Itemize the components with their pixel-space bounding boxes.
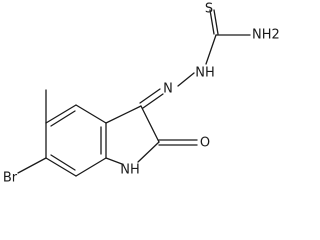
bond-c6-c7-inner xyxy=(50,154,76,171)
bond-c4-c5-inner xyxy=(50,110,76,127)
atom-labels: S NH2 NH N O NH Br xyxy=(3,2,280,186)
bond-c3a-c4 xyxy=(75,104,107,124)
atom-label-oxygen: O xyxy=(200,136,210,151)
atom-label-hydrazone-n: N xyxy=(163,82,173,97)
atom-label-indole-nh: NH xyxy=(120,163,140,178)
bond-c-nh xyxy=(205,34,217,65)
bond-c3-c2 xyxy=(140,105,160,143)
atom-label-bromine: Br xyxy=(3,171,18,186)
bond-c-s-double-a xyxy=(209,9,215,35)
atom-label-s: S xyxy=(205,2,213,17)
bond-n-c3-double-b xyxy=(139,88,161,104)
bond-lines xyxy=(17,9,251,177)
bond-nh-n xyxy=(177,72,195,87)
bond-c7-c7a xyxy=(75,157,107,177)
bond-n1-c7a xyxy=(105,157,123,165)
bond-c6-br xyxy=(17,157,47,174)
molecule-diagram: S NH2 NH N O NH Br xyxy=(3,2,280,186)
bond-c2-n1 xyxy=(137,141,160,163)
atom-label-nh2: NH2 xyxy=(252,28,280,43)
bond-c6-c7 xyxy=(45,157,77,177)
bond-c-s-double-b xyxy=(213,9,219,35)
bond-c4-c5 xyxy=(45,104,77,124)
structure-drawing: S NH2 NH N O NH Br xyxy=(3,2,280,186)
atom-label-hydrazone-nh: NH xyxy=(195,66,215,81)
bond-n-c3-double-a xyxy=(142,93,164,109)
bond-c3-c3a xyxy=(105,105,142,124)
